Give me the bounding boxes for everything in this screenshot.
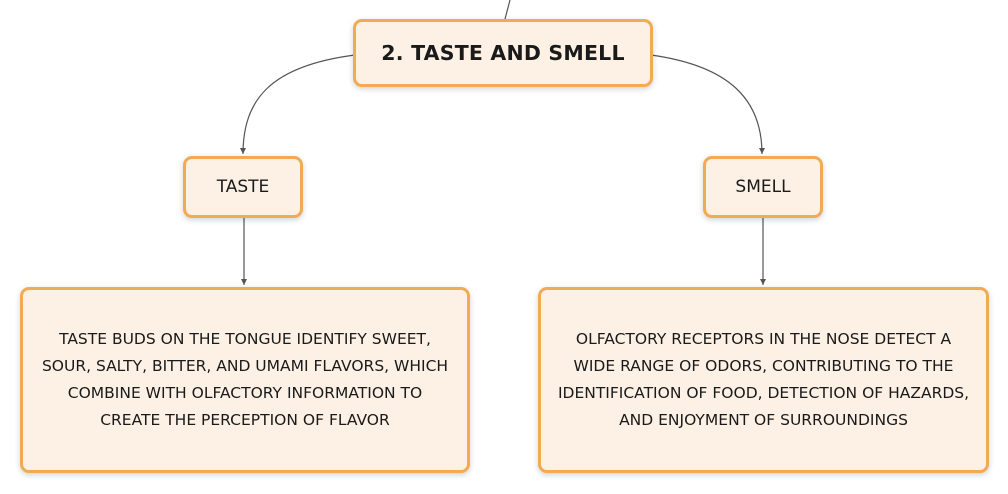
taste-node[interactable]: TASTE xyxy=(183,156,303,218)
root-to-taste-connector xyxy=(240,54,356,155)
smell-detail-node[interactable]: OLFACTORY RECEPTORS IN THE NOSE DETECT A… xyxy=(538,287,989,473)
smell-detail-text: OLFACTORY RECEPTORS IN THE NOSE DETECT A… xyxy=(557,330,970,429)
taste-detail-node[interactable]: TASTE BUDS ON THE TONGUE IDENTIFY SWEET,… xyxy=(20,287,470,473)
smell-node-label: SMELL xyxy=(735,177,791,197)
smell-node[interactable]: SMELL xyxy=(703,156,823,218)
root-node[interactable]: 2. TASTE AND SMELL xyxy=(353,19,653,87)
taste-node-label: TASTE xyxy=(216,177,270,197)
root-to-smell-connector xyxy=(650,54,765,155)
root-node-label: 2. TASTE AND SMELL xyxy=(381,41,625,65)
taste-detail-text: TASTE BUDS ON THE TONGUE IDENTIFY SWEET,… xyxy=(41,330,449,429)
incoming-connector xyxy=(504,0,511,20)
